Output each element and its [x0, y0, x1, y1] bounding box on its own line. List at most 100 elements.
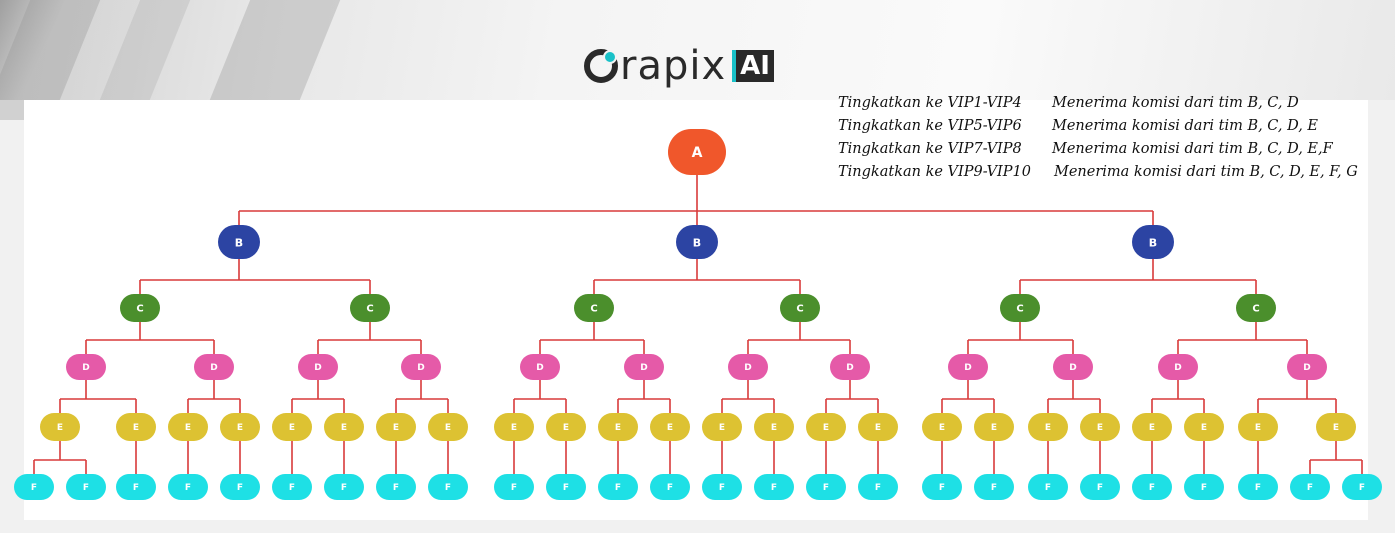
tree-node-f: F [376, 474, 416, 500]
node-label: F [341, 483, 347, 493]
node-label: E [57, 423, 63, 433]
logo-ai-badge: AI [732, 50, 774, 82]
tree-node-c: C [120, 294, 160, 322]
node-shape [220, 474, 260, 500]
node-label: F [31, 483, 37, 493]
node-label: E [875, 423, 881, 433]
node-shape [1184, 474, 1224, 500]
vip-commission: Menerima komisi dari tim B, C, D, E,F [1052, 141, 1333, 157]
node-shape [1184, 413, 1224, 441]
node-shape [1316, 413, 1356, 441]
node-shape [401, 354, 441, 380]
node-label: C [1252, 304, 1259, 315]
node-shape [624, 354, 664, 380]
tree-node-d: D [66, 354, 106, 380]
node-shape [116, 413, 156, 441]
tree-node-f: F [1342, 474, 1382, 500]
node-label: E [939, 423, 945, 433]
node-label: D [1069, 363, 1076, 373]
node-shape [546, 413, 586, 441]
node-label: E [991, 423, 997, 433]
node-label: D [640, 363, 647, 373]
node-shape [1342, 474, 1382, 500]
tree-node-d: D [728, 354, 768, 380]
node-shape [780, 294, 820, 322]
tree-node-e: E [1238, 413, 1278, 441]
tree-node-f: F [650, 474, 690, 500]
tree-node-d: D [948, 354, 988, 380]
node-shape [324, 474, 364, 500]
tree-node-c: C [780, 294, 820, 322]
node-label: E [511, 423, 517, 433]
tree-node-e: E [1184, 413, 1224, 441]
node-shape [728, 354, 768, 380]
node-label: D [314, 363, 321, 373]
vip-line: Tingkatkan ke VIP5-VIP6 Menerima komisi … [838, 115, 1388, 138]
tree-node-f: F [220, 474, 260, 500]
node-label: F [237, 483, 243, 493]
node-label: C [1016, 304, 1023, 315]
tree-node-c: C [1236, 294, 1276, 322]
node-label: B [235, 237, 243, 250]
node-label: C [136, 304, 143, 315]
tree-node-e: E [974, 413, 1014, 441]
tree-node-e: E [702, 413, 742, 441]
tree-node-e: E [376, 413, 416, 441]
node-label: E [185, 423, 191, 433]
tree-node-f: F [858, 474, 898, 500]
node-shape [1080, 413, 1120, 441]
node-label: E [563, 423, 569, 433]
tree-node-d: D [298, 354, 338, 380]
tree-node-c: C [574, 294, 614, 322]
node-label: F [875, 483, 881, 493]
tree-node-e: E [1080, 413, 1120, 441]
node-label: F [185, 483, 191, 493]
node-label: E [823, 423, 829, 433]
node-label: E [289, 423, 295, 433]
tree-node-f: F [116, 474, 156, 500]
node-shape [922, 413, 962, 441]
node-label: D [82, 363, 89, 373]
node-shape [376, 474, 416, 500]
node-shape [668, 129, 726, 175]
node-label: E [1045, 423, 1051, 433]
node-label: E [237, 423, 243, 433]
node-label: F [1201, 483, 1207, 493]
tree-node-f: F [1080, 474, 1120, 500]
tree-node-e: E [650, 413, 690, 441]
node-shape [1287, 354, 1327, 380]
node-shape [650, 474, 690, 500]
node-shape [298, 354, 338, 380]
node-shape [494, 474, 534, 500]
tree-node-e: E [598, 413, 638, 441]
tree-node-f: F [702, 474, 742, 500]
node-shape [66, 354, 106, 380]
node-shape [974, 413, 1014, 441]
node-shape [754, 474, 794, 500]
node-shape [120, 294, 160, 322]
node-shape [40, 413, 80, 441]
tree-node-f: F [272, 474, 312, 500]
node-label: E [393, 423, 399, 433]
vip-commission-list: Tingkatkan ke VIP1-VIP4 Menerima komisi … [838, 92, 1388, 184]
tree-node-f: F [598, 474, 638, 500]
node-shape [1132, 474, 1172, 500]
tree-node-e: E [754, 413, 794, 441]
node-label: E [667, 423, 673, 433]
tree-node-e: E [272, 413, 312, 441]
node-label: E [615, 423, 621, 433]
node-shape [168, 413, 208, 441]
tree-node-e: E [858, 413, 898, 441]
tree-node-e: E [1316, 413, 1356, 441]
node-label: E [1255, 423, 1261, 433]
node-shape [1028, 413, 1068, 441]
tree-node-f: F [922, 474, 962, 500]
tree-node-c: C [350, 294, 390, 322]
tree-node-c: C [1000, 294, 1040, 322]
node-shape [220, 413, 260, 441]
node-label: F [615, 483, 621, 493]
node-shape [376, 413, 416, 441]
node-shape [598, 474, 638, 500]
node-label: D [964, 363, 971, 373]
node-label: F [991, 483, 997, 493]
